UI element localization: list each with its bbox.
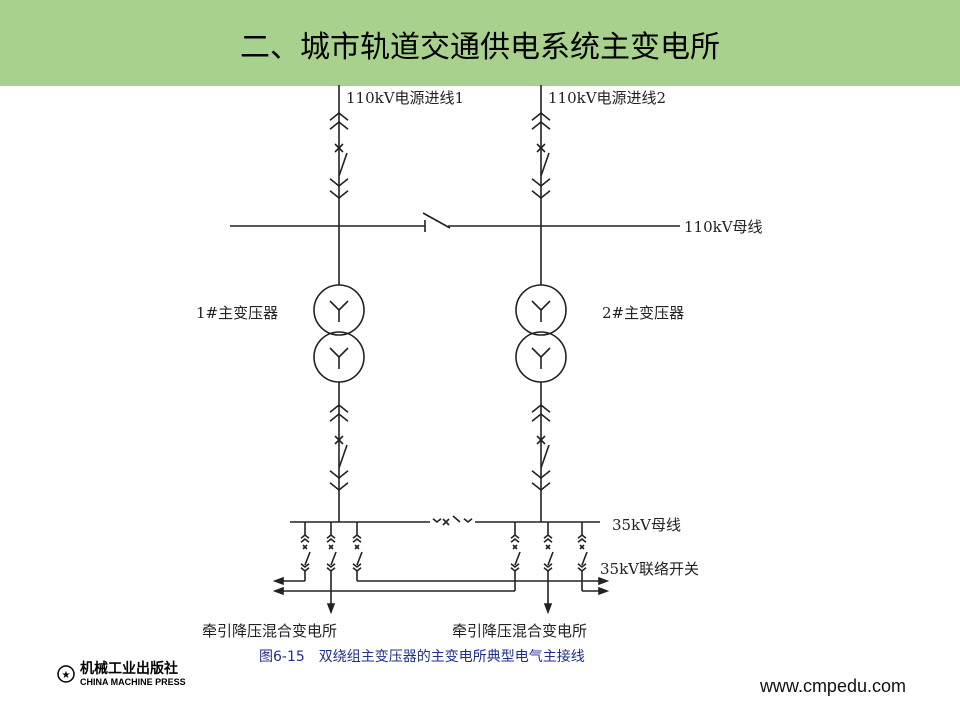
disconnect-chevron xyxy=(329,111,349,121)
transformer-winding xyxy=(515,284,567,336)
label-incoming-2: 110kV电源进线2 xyxy=(548,89,666,107)
switch-blade xyxy=(304,551,311,566)
disconnect-chevron xyxy=(329,190,349,200)
breaker-x xyxy=(579,544,585,550)
disconnect-chevron xyxy=(329,403,349,413)
disconnect-chevron xyxy=(531,403,551,413)
disconnect-chevron xyxy=(510,533,520,539)
disconnect-chevron xyxy=(543,537,553,543)
disconnect-chevron xyxy=(510,537,520,543)
arrow xyxy=(598,576,610,586)
disconnect-chevron xyxy=(531,190,551,200)
tie-chevron xyxy=(432,518,442,524)
transformer-winding xyxy=(313,284,365,336)
disconnect-chevron xyxy=(531,470,551,480)
breaker-x xyxy=(334,143,344,153)
disconnect-chevron xyxy=(352,537,362,543)
breaker-x xyxy=(334,435,344,445)
switch-blade xyxy=(540,152,550,177)
disconnect-chevron xyxy=(329,482,349,492)
breaker-x xyxy=(302,544,308,550)
label-substation-right: 牵引降压混合变电所 xyxy=(452,622,587,640)
switch-blade xyxy=(356,551,363,566)
switch-blade xyxy=(330,551,337,566)
switch-blade xyxy=(514,551,521,566)
tie-breaker-x xyxy=(442,518,450,526)
disconnect-chevron xyxy=(577,563,587,569)
disconnect-chevron xyxy=(300,567,310,573)
wye-symbol xyxy=(329,300,340,311)
disconnect-chevron xyxy=(577,537,587,543)
disconnect-chevron xyxy=(326,537,336,543)
breaker-x xyxy=(512,544,518,550)
wye-symbol xyxy=(329,347,340,358)
switch-blade xyxy=(338,444,348,469)
arrow xyxy=(272,586,284,596)
label-transformer-2: 2#主变压器 xyxy=(602,304,684,322)
wye-symbol xyxy=(531,300,542,311)
disconnect-chevron xyxy=(531,111,551,121)
arrow xyxy=(543,603,553,615)
disconnect-chevron xyxy=(300,563,310,569)
website-url: www.cmpedu.com xyxy=(759,676,906,696)
switch-blade xyxy=(581,551,588,566)
label-substation-left: 牵引降压混合变电所 xyxy=(202,622,337,640)
disconnect-chevron xyxy=(300,537,310,543)
disconnect-chevron xyxy=(352,563,362,569)
publisher-name-cn: 机械工业出版社 xyxy=(80,661,178,677)
wye-symbol xyxy=(338,300,349,311)
disconnect-chevron xyxy=(329,120,349,130)
svg-text:★: ★ xyxy=(62,670,71,681)
switch-blade xyxy=(540,444,550,469)
breaker-x xyxy=(354,544,360,550)
publisher-emblem-icon: ★ xyxy=(57,664,75,683)
wye-symbol xyxy=(540,347,551,358)
disconnect-chevron xyxy=(329,470,349,480)
disconnect-chevron xyxy=(326,567,336,573)
disconnect-chevron xyxy=(577,567,587,573)
disconnect-chevron xyxy=(531,120,551,130)
arrow xyxy=(326,603,336,615)
tie-chevron xyxy=(463,518,473,524)
figure-caption: 图6-15 双绕组主变压器的主变电所典型电气主接线 xyxy=(259,648,585,665)
label-transformer-1: 1#主变压器 xyxy=(196,304,278,322)
label-bus-35: 35kV母线 xyxy=(612,516,681,534)
slide-title: 二、城市轨道交通供电系统主变电所 xyxy=(240,30,720,65)
arrow xyxy=(598,586,610,596)
disconnect-chevron xyxy=(543,533,553,539)
label-tie-switch: 35kV联络开关 xyxy=(600,560,699,578)
disconnect-chevron xyxy=(543,563,553,569)
label-incoming-1: 110kV电源进线1 xyxy=(346,89,464,107)
disconnect-chevron xyxy=(300,533,310,539)
disconnect-chevron xyxy=(577,533,587,539)
disconnect-chevron xyxy=(531,178,551,188)
disconnect-chevron xyxy=(326,563,336,569)
title-bar xyxy=(0,0,960,86)
disconnect-chevron xyxy=(531,482,551,492)
disconnect-chevron xyxy=(329,412,349,422)
publisher-name-en: CHINA MACHINE PRESS xyxy=(80,677,186,687)
disconnect-chevron xyxy=(510,567,520,573)
disconnect-chevron xyxy=(329,178,349,188)
breaker-x xyxy=(536,143,546,153)
disconnect-chevron xyxy=(531,412,551,422)
disconnect-chevron xyxy=(510,563,520,569)
arrow xyxy=(272,576,284,586)
breaker-x xyxy=(536,435,546,445)
wye-symbol xyxy=(531,347,542,358)
label-bus-110: 110kV母线 xyxy=(684,218,763,236)
tie-switch-blade xyxy=(452,515,461,523)
wye-symbol xyxy=(540,300,551,311)
wye-symbol xyxy=(338,347,349,358)
disconnect-chevron xyxy=(543,567,553,573)
bus-tie-switch xyxy=(422,212,451,229)
switch-blade xyxy=(338,152,348,177)
disconnect-chevron xyxy=(352,567,362,573)
breaker-x xyxy=(545,544,551,550)
breaker-x xyxy=(328,544,334,550)
disconnect-chevron xyxy=(352,533,362,539)
publisher-logo: ★ 机械工业出版社 CHINA MACHINE PRESS xyxy=(56,662,186,687)
disconnect-chevron xyxy=(326,533,336,539)
switch-blade xyxy=(547,551,554,566)
